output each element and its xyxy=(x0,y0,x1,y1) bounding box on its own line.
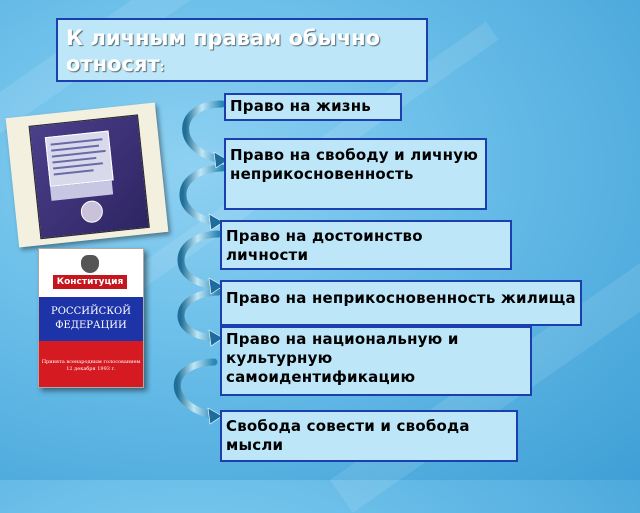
right-item-life: Право на жизнь xyxy=(224,93,402,121)
constitution-label: Конституция xyxy=(53,275,127,289)
eagle-emblem-icon xyxy=(81,255,99,273)
slide-title-text: К личным правам обычно относят xyxy=(66,26,381,76)
constitution-country: РОССИЙСКОЙ ФЕДЕРАЦИИ xyxy=(39,297,143,341)
right-item-freedom: Право на свободу и личную неприкосновенн… xyxy=(224,138,487,210)
right-item-conscience: Свобода совести и свобода мысли xyxy=(220,410,518,462)
constitution-book-image: Конституция РОССИЙСКОЙ ФЕДЕРАЦИИ Принята… xyxy=(38,248,144,388)
right-item-national-identity: Право на национальную и культурную самои… xyxy=(220,326,532,396)
curved-arrow-icon xyxy=(173,100,226,420)
slide: К личным правам обычно относят: Конститу… xyxy=(5,18,582,462)
constitution-book-top: Конституция xyxy=(39,249,143,297)
constitution-note: Принята всенародным голосованием 12 дека… xyxy=(39,341,143,387)
curved-arrows xyxy=(173,100,229,425)
right-item-dignity: Право на достоинство личности xyxy=(220,220,512,270)
arrow-head-icon xyxy=(208,329,224,347)
slide-title: К личным правам обычно относят: xyxy=(56,18,428,82)
slide-title-colon: : xyxy=(159,60,165,74)
right-item-home: Право на неприкосновенность жилища xyxy=(220,280,582,326)
arrow-head-icon xyxy=(208,213,224,231)
arrow-head-icon xyxy=(207,407,223,425)
arrow-head-icon xyxy=(213,151,229,169)
arrow-head-icon xyxy=(208,277,224,295)
